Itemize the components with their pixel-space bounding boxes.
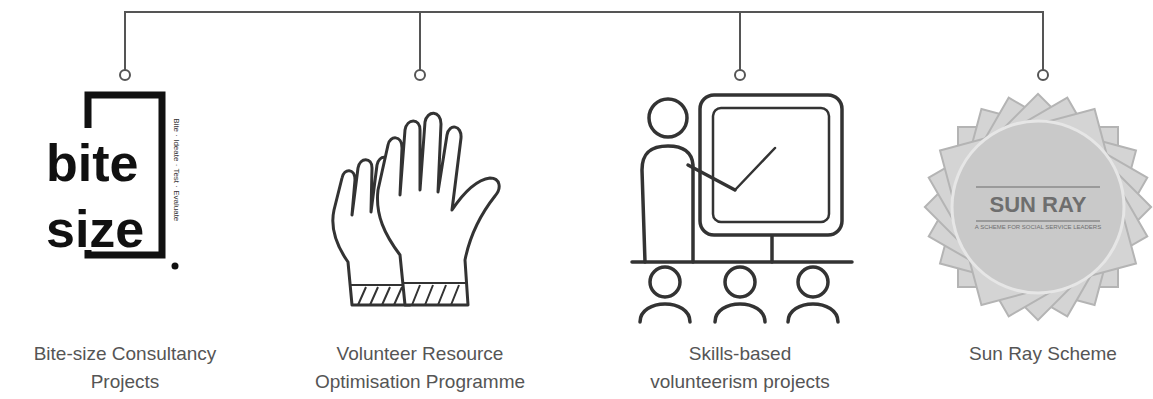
audience-body <box>788 304 838 322</box>
teacher-icon <box>632 95 852 322</box>
teacher-body <box>642 146 693 262</box>
bracket-dot <box>415 70 425 80</box>
floor-line <box>632 260 852 264</box>
item-caption: Sun Ray Scheme <box>938 340 1148 368</box>
audience-body <box>715 304 765 322</box>
badge-ray <box>929 98 1148 317</box>
logo-tagline: Bite · Ideate · Test · Evaluate <box>171 88 181 253</box>
teacher-head <box>649 99 687 137</box>
badge-title: SUN RAY <box>973 193 1103 217</box>
badge-ray <box>940 109 1136 305</box>
glove-cuff <box>351 285 409 305</box>
pointer <box>735 148 775 190</box>
audience-head <box>650 267 680 297</box>
bracket-line <box>739 12 741 70</box>
audience-head <box>798 267 828 297</box>
teacher-arm <box>688 165 735 190</box>
tree-bracket <box>120 12 1048 80</box>
item-caption: Bite-size Consultancy Projects <box>10 340 240 396</box>
audience-body <box>640 304 690 322</box>
sunray-badge <box>925 94 1151 320</box>
badge-ray <box>925 94 1151 320</box>
badge-subtitle: A SCHEME FOR SOCIAL SERVICE LEADERS <box>973 224 1103 231</box>
glove-cuff <box>403 283 467 305</box>
item-caption: Volunteer Resource Optimisation Programm… <box>298 340 543 396</box>
logo-word: bite <box>46 137 156 189</box>
badge-disc <box>952 121 1124 293</box>
item-caption: Skills-based volunteerism projects <box>638 340 843 396</box>
badge-ray <box>929 98 1148 317</box>
gloves-icon <box>333 113 499 305</box>
bracket-dot <box>1038 70 1048 80</box>
logo-word: size <box>46 203 156 255</box>
bracket-dot <box>120 70 130 80</box>
board <box>700 95 842 235</box>
badge-rule <box>976 186 1100 188</box>
bracket-dot <box>735 70 745 80</box>
board-inner <box>713 108 829 222</box>
logo-dot <box>172 263 179 270</box>
audience-head <box>725 267 755 297</box>
bracket-line <box>125 12 1043 70</box>
glove <box>377 113 499 305</box>
badge-ray <box>940 109 1136 305</box>
bracket-line <box>419 12 421 70</box>
board-stand <box>770 235 774 262</box>
badge-rule <box>976 220 1100 222</box>
